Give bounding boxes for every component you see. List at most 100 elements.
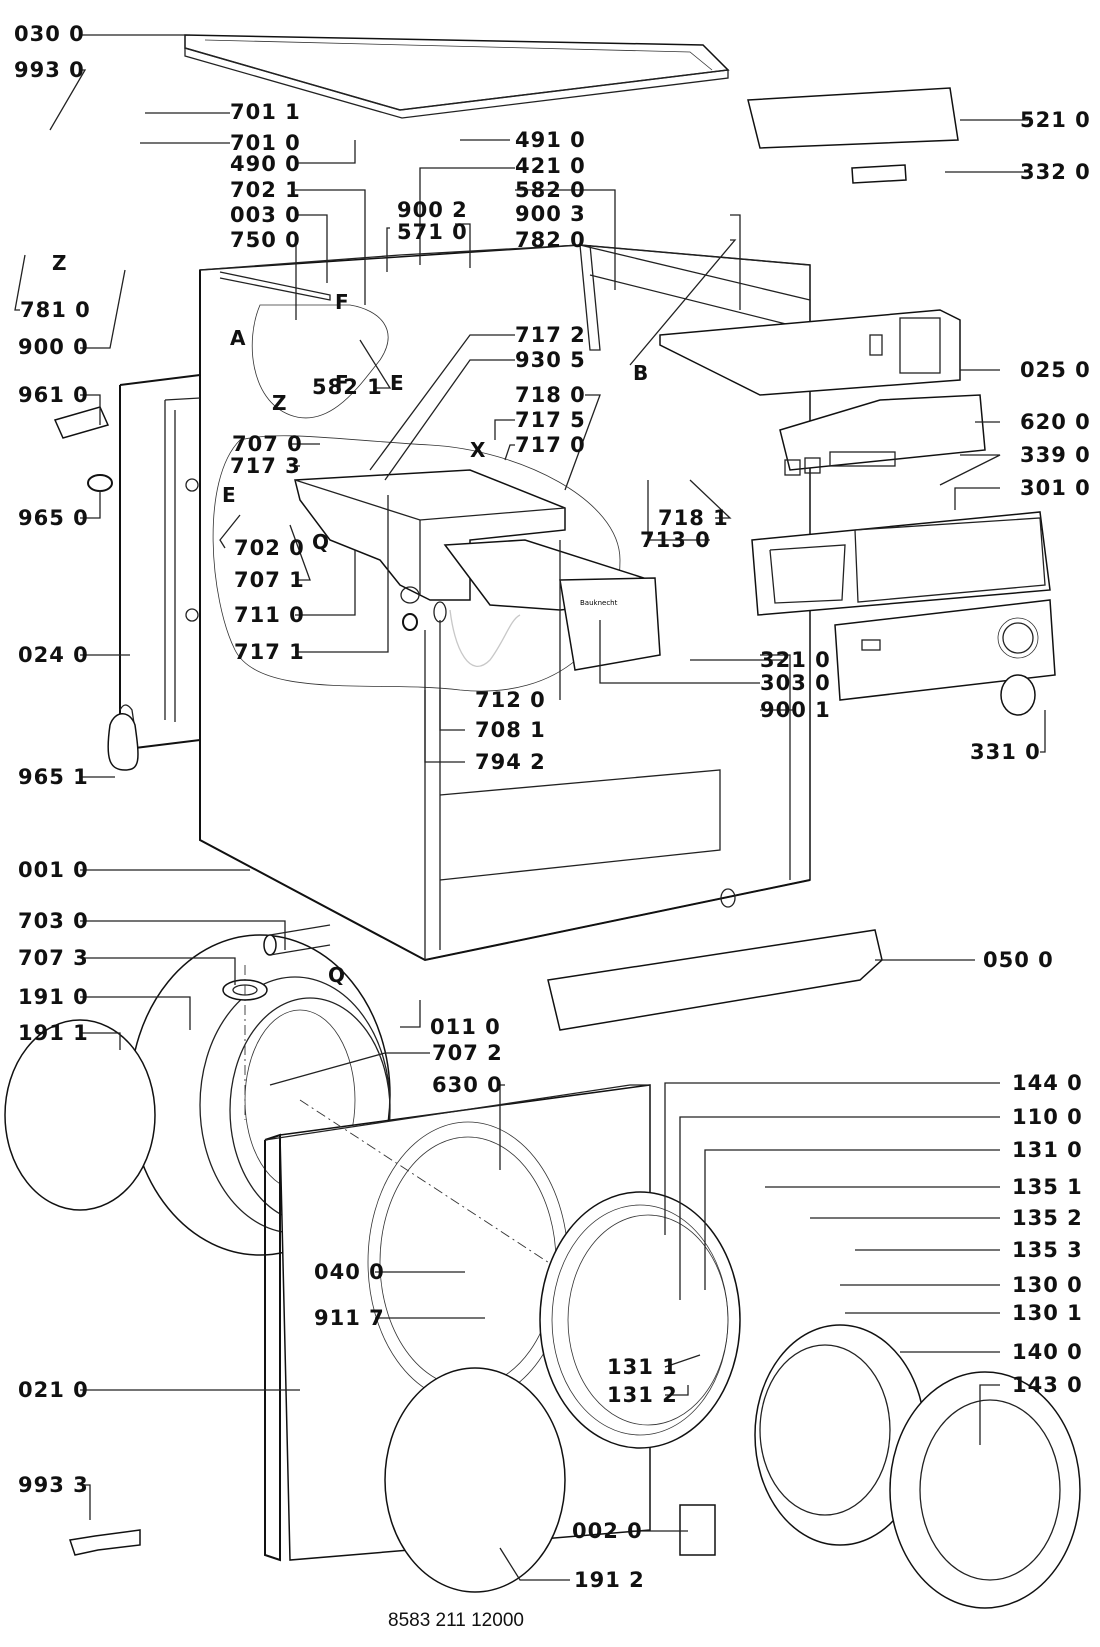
- part-label[interactable]: 321 0: [760, 648, 831, 672]
- part-label[interactable]: 900 0: [18, 335, 89, 359]
- part-label[interactable]: 191 1: [18, 1021, 89, 1045]
- part-label[interactable]: 718 0: [515, 383, 586, 407]
- dispenser-housing-part: [294, 469, 566, 601]
- door-glass-part: [754, 1324, 926, 1546]
- part-label[interactable]: 521 0: [1020, 108, 1091, 132]
- part-label[interactable]: 024 0: [18, 643, 89, 667]
- wrench-part: [69, 1529, 141, 1556]
- door-trim-part: [889, 1371, 1081, 1609]
- foot-part: [107, 713, 139, 771]
- control-panel-housing-part: [751, 511, 1051, 616]
- part-label[interactable]: 900 2: [397, 198, 468, 222]
- part-label[interactable]: 339 0: [1020, 443, 1091, 467]
- part-label[interactable]: 582 1: [312, 375, 383, 399]
- module-part: [747, 87, 959, 149]
- part-label[interactable]: 781 0: [20, 298, 91, 322]
- part-label[interactable]: 718 1: [658, 506, 729, 530]
- part-label[interactable]: 331 0: [970, 740, 1041, 764]
- svg-text:Bauknecht: Bauknecht: [580, 599, 618, 607]
- part-label[interactable]: 131 2: [607, 1383, 678, 1407]
- part-label[interactable]: 900 3: [515, 202, 586, 226]
- reference-letter: Z: [272, 391, 287, 415]
- part-label[interactable]: 421 0: [515, 154, 586, 178]
- part-label[interactable]: 143 0: [1012, 1373, 1083, 1397]
- part-label[interactable]: 135 1: [1012, 1175, 1083, 1199]
- part-label[interactable]: 707 1: [234, 568, 305, 592]
- part-label[interactable]: 030 0: [14, 22, 85, 46]
- control-panel-frame-part: [659, 309, 961, 396]
- part-label[interactable]: 040 0: [314, 1260, 385, 1284]
- part-label[interactable]: 135 2: [1012, 1206, 1083, 1230]
- reference-letter: E: [390, 371, 404, 395]
- part-label[interactable]: 708 1: [475, 718, 546, 742]
- part-label[interactable]: 794 2: [475, 750, 546, 774]
- part-label[interactable]: 582 0: [515, 178, 586, 202]
- part-label[interactable]: 750 0: [230, 228, 301, 252]
- part-label[interactable]: 490 0: [230, 152, 301, 176]
- part-label[interactable]: 702 1: [230, 178, 301, 202]
- part-label[interactable]: 702 0: [234, 536, 305, 560]
- part-label[interactable]: 135 3: [1012, 1238, 1083, 1262]
- reference-letter: Z: [52, 251, 67, 275]
- document-number: 8583 211 12000: [388, 1610, 524, 1631]
- part-label[interactable]: 911 7: [314, 1306, 385, 1330]
- part-label[interactable]: 130 0: [1012, 1273, 1083, 1297]
- part-label[interactable]: 630 0: [432, 1073, 503, 1097]
- reference-letter: E: [222, 483, 236, 507]
- part-label[interactable]: 717 1: [234, 640, 305, 664]
- part-label[interactable]: 140 0: [1012, 1340, 1083, 1364]
- control-fascia-part: [834, 599, 1056, 701]
- part-label[interactable]: 620 0: [1020, 410, 1091, 434]
- part-label[interactable]: 711 0: [234, 603, 305, 627]
- knob-part: [1000, 674, 1036, 716]
- plinth-part: [547, 929, 883, 1031]
- reference-letter: Q: [328, 963, 346, 987]
- part-label[interactable]: 001 0: [18, 858, 89, 882]
- part-label[interactable]: 712 0: [475, 688, 546, 712]
- part-label[interactable]: 130 1: [1012, 1301, 1083, 1325]
- part-label[interactable]: 717 3: [230, 454, 301, 478]
- part-label[interactable]: 717 2: [515, 323, 586, 347]
- part-label[interactable]: 707 3: [18, 946, 89, 970]
- part-label[interactable]: 993 0: [14, 58, 85, 82]
- part-label[interactable]: 993 3: [18, 1473, 89, 1497]
- part-label[interactable]: 011 0: [430, 1015, 501, 1039]
- part-label[interactable]: 110 0: [1012, 1105, 1083, 1129]
- part-label[interactable]: 717 0: [515, 433, 586, 457]
- part-label[interactable]: 191 0: [18, 985, 89, 1009]
- side-panel-part: [119, 374, 201, 750]
- part-label[interactable]: 131 0: [1012, 1138, 1083, 1162]
- part-label[interactable]: 301 0: [1020, 476, 1091, 500]
- part-label[interactable]: 332 0: [1020, 160, 1091, 184]
- part-label[interactable]: 003 0: [230, 203, 301, 227]
- part-label[interactable]: 571 0: [397, 220, 468, 244]
- leader-lines: [14, 34, 1046, 1581]
- reference-letter: F: [335, 290, 349, 314]
- part-label[interactable]: 707 0: [232, 432, 303, 456]
- part-label[interactable]: 021 0: [18, 1378, 89, 1402]
- part-label[interactable]: 713 0: [640, 528, 711, 552]
- door-frame-part: [539, 1191, 741, 1449]
- part-label[interactable]: 965 1: [18, 765, 89, 789]
- part-label[interactable]: 900 1: [760, 698, 831, 722]
- part-label[interactable]: 131 1: [607, 1355, 678, 1379]
- part-label[interactable]: 303 0: [760, 671, 831, 695]
- part-label[interactable]: 961 0: [18, 383, 89, 407]
- part-label[interactable]: 050 0: [983, 948, 1054, 972]
- top-cover-part: [184, 34, 730, 119]
- part-label[interactable]: 965 0: [18, 506, 89, 530]
- part-label[interactable]: 144 0: [1012, 1071, 1083, 1095]
- part-label[interactable]: 782 0: [515, 228, 586, 252]
- part-label[interactable]: 703 0: [18, 909, 89, 933]
- part-label[interactable]: 707 2: [432, 1041, 503, 1065]
- part-label[interactable]: 025 0: [1020, 358, 1091, 382]
- part-label[interactable]: 002 0: [572, 1519, 643, 1543]
- part-label[interactable]: 930 5: [515, 348, 586, 372]
- part-label[interactable]: 701 1: [230, 100, 301, 124]
- cover-part: [679, 1504, 716, 1556]
- part-label[interactable]: 491 0: [515, 128, 586, 152]
- part-label[interactable]: 191 2: [574, 1568, 645, 1592]
- reference-letter: B: [633, 361, 649, 385]
- part-label[interactable]: 701 0: [230, 131, 301, 155]
- part-label[interactable]: 717 5: [515, 408, 586, 432]
